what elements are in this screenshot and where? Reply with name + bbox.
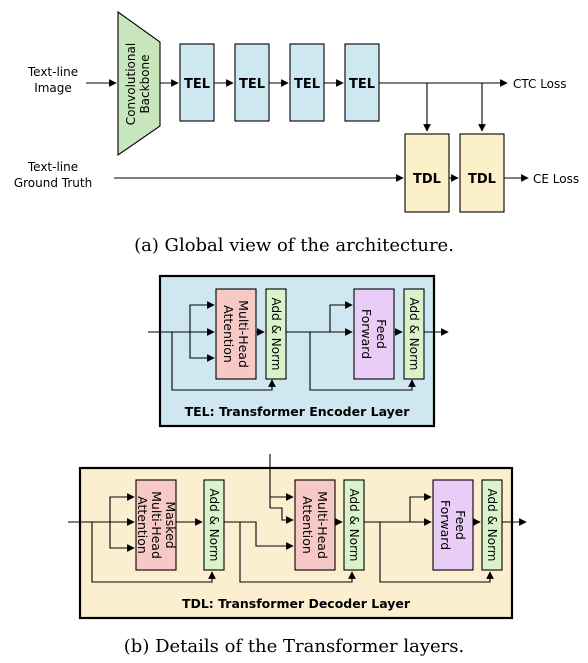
tel-block-2-label: TEL: [239, 77, 265, 92]
tel-attn-branch-bottom: [189, 332, 215, 362]
tel-add-norm-2: [403, 288, 425, 380]
tdl-block-2-label: TDL: [468, 172, 496, 187]
tdl-masked-attention: [135, 479, 177, 571]
tdl-masked-line2: Multi-Head: [149, 491, 164, 559]
tel-block-3-label: TEL: [294, 77, 320, 92]
tel-ff-line1: Feed: [374, 319, 389, 349]
input-gt-label-line1: Text-line: [27, 160, 78, 174]
backbone-label: Convolutional Backbone: [124, 43, 152, 125]
tdl-cross-attention: [294, 479, 336, 571]
tdl-mask-branch-top: [109, 493, 135, 522]
input-image-label-line2: Image: [34, 81, 72, 95]
tdl-ff-branch-top: [409, 493, 432, 522]
tdl-residual-1: [91, 522, 216, 583]
tel-block-1: [179, 43, 215, 122]
input-gt-label-line2: Ground Truth: [14, 176, 92, 190]
tdl-panel-title: TDL: Transformer Decoder Layer: [182, 596, 411, 611]
tdl-add-norm-3-label: Add & Norm: [485, 489, 499, 562]
tdl-block-1-label: TDL: [413, 172, 441, 187]
input-image-label-line1: Text-line: [27, 65, 78, 79]
tdl-cross-line1: Multi-Head: [315, 491, 330, 559]
convolutional-backbone: [117, 10, 161, 157]
tdl-add-norm-3: [481, 479, 503, 571]
tdl-masked-line1: Masked: [163, 501, 178, 548]
tel-block-3: [289, 43, 325, 122]
tel-panel-title: TEL: Transformer Encoder Layer: [185, 404, 411, 419]
tel-add-norm-1-label: Add & Norm: [269, 298, 283, 371]
tdl-detail: Masked Multi-Head Attention Add & Norm M…: [68, 454, 527, 620]
tdl-cross-line2: Attention: [300, 496, 315, 554]
backbone-label-line2: Backbone: [138, 54, 152, 113]
tel-add-norm-2-label: Add & Norm: [407, 298, 421, 371]
tdl-feed-forward: [432, 479, 474, 571]
caption-b: (b) Details of the Transformer layers.: [124, 636, 464, 657]
backbone-label-line1: Convolutional: [124, 43, 138, 125]
tel-attention-line1: Multi-Head: [236, 300, 251, 368]
tdl-residual-3: [379, 522, 494, 583]
tel-block-1-label: TEL: [184, 77, 210, 92]
tel-block-4-label: TEL: [349, 77, 375, 92]
tel-feed-forward: [353, 288, 395, 380]
tdl-ff-line1: Feed: [453, 510, 468, 540]
ce-loss-label: CE Loss: [533, 172, 579, 186]
tdl-add-norm-1: [203, 479, 225, 571]
tdl-memory-to-attn-mid: [270, 507, 294, 524]
tel-ff-branch-top: [329, 301, 353, 332]
tel-attention-line2: Attention: [221, 305, 236, 363]
tel-ff-line2: Forward: [359, 309, 374, 359]
caption-a: (a) Global view of the architecture.: [134, 235, 454, 256]
tel-attn-branch-top: [189, 301, 215, 332]
tdl-residual-2: [239, 522, 356, 583]
ctc-loss-label: CTC Loss: [513, 77, 567, 91]
tdl-add-norm-2: [343, 479, 365, 571]
tdl-masked-line3: Attention: [135, 496, 150, 554]
tel-block-4: [344, 43, 380, 122]
tel-residual-1: [171, 332, 276, 391]
tdl-add-norm-2-label: Add & Norm: [347, 489, 361, 562]
tdl-block-1: [404, 133, 450, 213]
tdl-add-norm-1-label: Add & Norm: [207, 489, 221, 562]
tel-multihead-attention: [215, 288, 257, 380]
tel-detail: Multi-Head Attention Add & Norm Feed For…: [148, 274, 449, 428]
tel-add-norm-1: [265, 288, 287, 380]
tdl-block-2: [459, 133, 505, 213]
global-view: Text-line Image Text-line Ground Truth C…: [14, 10, 579, 256]
tdl-mask-branch-bottom: [109, 522, 135, 552]
tdl-ff-line2: Forward: [438, 500, 453, 550]
tel-residual-2: [309, 332, 416, 391]
